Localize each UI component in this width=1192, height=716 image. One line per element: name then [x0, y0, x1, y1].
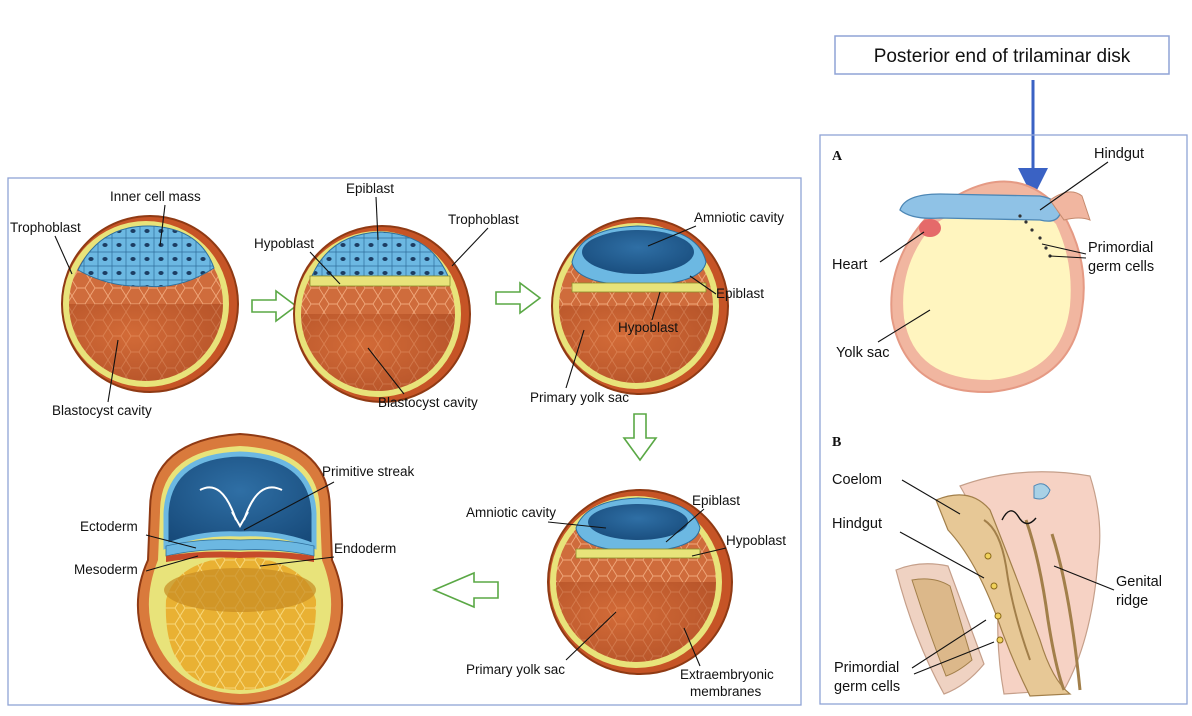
label-primordial-b1: Primordial: [834, 660, 899, 676]
label-primary-yolk-sac-3: Primary yolk sac: [530, 390, 629, 405]
stage5-gastrulation: [136, 432, 344, 706]
label-genital-1: Genital: [1116, 574, 1162, 590]
label-primordial-b2: germ cells: [834, 679, 900, 695]
label-yolk-sac-a: Yolk sac: [836, 345, 889, 361]
label-epiblast-3: Epiblast: [716, 286, 764, 301]
stage2-bilaminar: [293, 225, 471, 403]
panel-a-embryo: [890, 180, 1091, 394]
label-extraembryonic-4a: Extraembryonic: [680, 667, 774, 682]
stage-arrow-4: [431, 571, 499, 609]
label-amniotic-cavity-3: Amniotic cavity: [694, 210, 784, 225]
callout-text: Posterior end of trilaminar disk: [874, 46, 1131, 67]
label-blastocyst-cavity-2: Blastocyst cavity: [378, 395, 478, 410]
label-amniotic-cavity-4: Amniotic cavity: [466, 505, 556, 520]
label-primary-yolk-sac-4: Primary yolk sac: [466, 662, 565, 677]
label-epiblast-4: Epiblast: [692, 493, 740, 508]
panel-b-letter: B: [832, 435, 841, 450]
stage1-blastocyst: [61, 215, 239, 393]
stage4-yolk-sac: [547, 489, 733, 675]
label-hypoblast-2: Hypoblast: [254, 236, 314, 251]
label-mesoderm: Mesoderm: [74, 562, 138, 577]
left-panel-frame: [7, 177, 802, 706]
right-panel-frame: [819, 134, 1188, 705]
label-genital-2: ridge: [1116, 593, 1148, 609]
label-trophoblast-1: Trophoblast: [10, 220, 81, 235]
label-coelom: Coelom: [832, 472, 882, 488]
label-epiblast-2: Epiblast: [346, 181, 394, 196]
label-hindgut-a: Hindgut: [1094, 146, 1144, 162]
label-ectoderm: Ectoderm: [80, 519, 138, 534]
label-hindgut-b: Hindgut: [832, 516, 882, 532]
stage-arrow-1: [251, 289, 298, 323]
label-hypoblast-4: Hypoblast: [726, 533, 786, 548]
callout-box: Posterior end of trilaminar disk: [834, 35, 1170, 75]
label-primitive-streak: Primitive streak: [322, 464, 415, 479]
label-extraembryonic-4b: membranes: [690, 684, 762, 699]
label-primordial-a1: Primordial: [1088, 240, 1153, 256]
label-trophoblast-2: Trophoblast: [448, 212, 519, 227]
label-primordial-a2: germ cells: [1088, 259, 1154, 275]
panel-b-embryo: [895, 471, 1101, 697]
stage-arrow-2: [495, 281, 542, 315]
label-endoderm: Endoderm: [334, 541, 396, 556]
label-heart: Heart: [832, 257, 867, 273]
label-inner-cell-mass: Inner cell mass: [110, 189, 201, 204]
label-hypoblast-3: Hypoblast: [618, 320, 678, 335]
panel-a-letter: A: [832, 149, 843, 164]
label-blastocyst-cavity-1: Blastocyst cavity: [52, 403, 152, 418]
stage-arrow-3: [622, 413, 658, 462]
stage3-amniotic: [551, 217, 729, 395]
